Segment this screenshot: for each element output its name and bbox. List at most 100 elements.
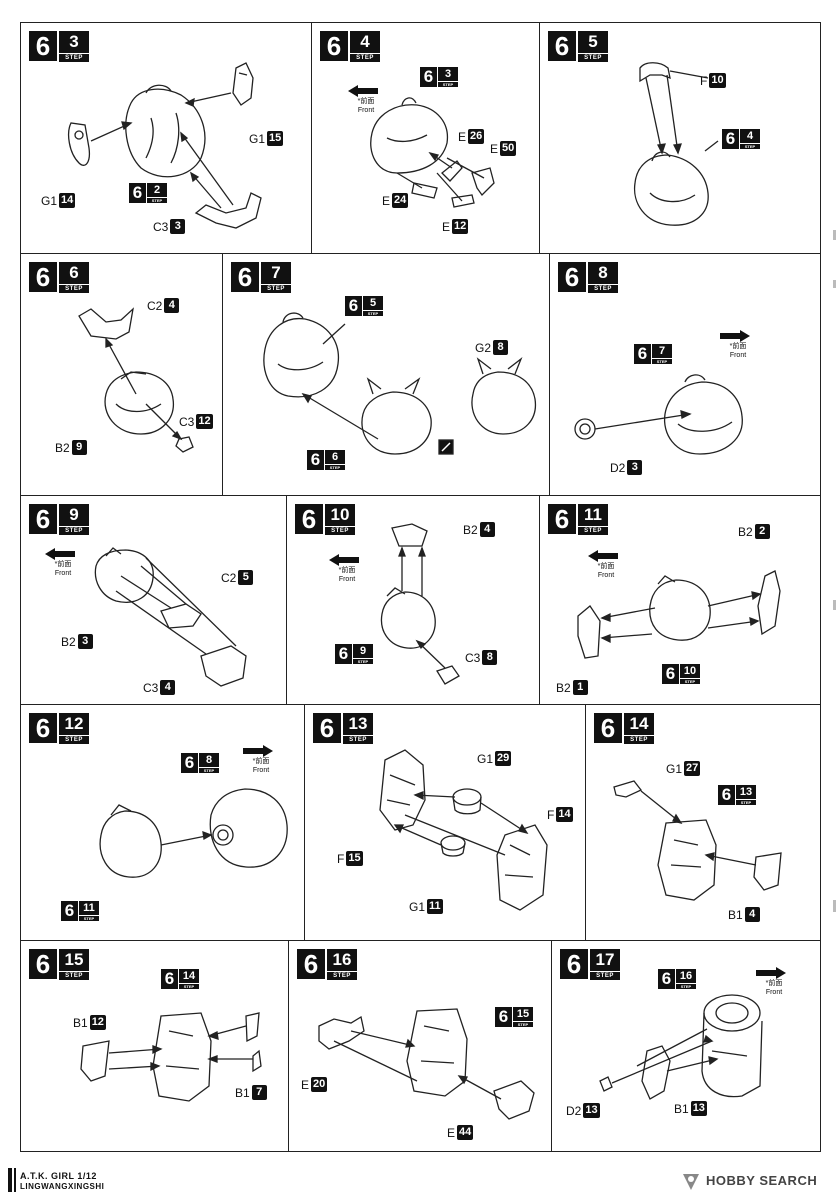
step-major: 6 [558, 262, 586, 292]
assembly-illustration [577, 570, 781, 659]
step-minor: 14 [624, 713, 654, 735]
ref-major: 6 [420, 67, 437, 87]
part-letter: C3 [143, 681, 159, 695]
step-minor: 15 [59, 949, 89, 971]
ref-word: STEP [736, 800, 756, 805]
part-letter: E [442, 220, 451, 234]
front-label-en: Front [597, 572, 615, 579]
part-letter: F [337, 852, 345, 866]
front-arrow-icon [243, 745, 273, 757]
part-number: 14 [556, 807, 573, 822]
step-reference: 6 9 STEP [335, 644, 375, 664]
front-label-en: Front [765, 989, 783, 996]
step-badge: 6 6 STEP [29, 262, 93, 294]
ref-major: 6 [495, 1007, 512, 1027]
ref-word: STEP [438, 82, 458, 87]
front-indicator: *前面 Front [344, 85, 388, 119]
step-word: STEP [325, 527, 355, 535]
step-minor: 8 [588, 262, 618, 284]
step-major: 6 [560, 949, 588, 979]
footer-maker-name: LINGWANGXINGSHI [20, 1182, 105, 1191]
part-number: 44 [457, 1125, 474, 1140]
step-badge: 6 4 STEP [320, 31, 384, 63]
step-word: STEP [59, 736, 89, 744]
step-word: STEP [588, 285, 618, 293]
step-word: STEP [59, 285, 89, 293]
part-letter: F [547, 808, 555, 822]
step-major: 6 [295, 504, 323, 534]
ref-minor: 3 [438, 67, 458, 81]
part-number: 24 [392, 193, 409, 208]
step-word: STEP [59, 972, 89, 980]
part-number: 7 [251, 1085, 267, 1100]
ref-minor: 5 [363, 296, 383, 310]
step-panel-6-4: 6 4 STEP *前面 Front 6 3 STEP [311, 22, 540, 254]
front-label-jp: *前面 [54, 561, 72, 568]
front-label-en: Front [54, 570, 72, 577]
step-minor: 6 [59, 262, 89, 284]
front-label-jp: *前面 [765, 980, 783, 987]
ref-word: STEP [79, 916, 99, 921]
step-badge: 6 16 STEP [297, 949, 361, 981]
front-label-en: Front [357, 107, 375, 114]
front-label-en: Front [338, 576, 356, 583]
part-letter: F [700, 74, 708, 88]
front-label-jp: *前面 [597, 563, 615, 570]
part-letter: B1 [674, 1102, 689, 1116]
ref-minor: 2 [147, 183, 167, 197]
part-letter: B1 [235, 1086, 250, 1100]
step-reference: 6 13 STEP [718, 785, 758, 805]
step-badge: 6 5 STEP [548, 31, 612, 63]
step-minor: 16 [327, 949, 357, 971]
part-letter: D2 [610, 461, 626, 475]
edge-marks [833, 230, 836, 912]
part-number: 15 [346, 851, 363, 866]
front-label-jp: *前面 [252, 758, 270, 765]
step-badge: 6 13 STEP [313, 713, 377, 745]
watermark-logo-icon [683, 1174, 699, 1190]
part-number: 4 [744, 907, 760, 922]
assembly-illustration [99, 788, 288, 878]
part-number: 50 [500, 141, 517, 156]
part-letter: G1 [409, 900, 426, 914]
step-major: 6 [548, 31, 576, 61]
front-indicator: *前面 Front [325, 554, 369, 588]
footer-bar [14, 1168, 16, 1192]
part-letter: G1 [477, 752, 494, 766]
part-letter: C2 [147, 299, 163, 313]
front-arrow-icon [756, 967, 786, 979]
ref-minor: 8 [199, 753, 219, 767]
step-reference: 6 8 STEP [181, 753, 221, 773]
part-number: 4 [479, 522, 495, 537]
step-major: 6 [29, 31, 57, 61]
part-letter: G1 [41, 194, 58, 208]
part-letter: B2 [61, 635, 76, 649]
assembly-illustration [613, 780, 782, 901]
step-major: 6 [29, 262, 57, 292]
step-badge: 6 11 STEP [548, 504, 612, 536]
ref-major: 6 [634, 344, 651, 364]
assembly-illustration [94, 547, 247, 687]
step-badge: 6 7 STEP [231, 262, 295, 294]
front-arrow-icon [720, 330, 750, 342]
footer-model-name: A.T.K. GIRL 1/12 [20, 1171, 97, 1181]
assembly-illustration [379, 749, 548, 911]
part-letter: B1 [728, 908, 743, 922]
ref-major: 6 [658, 969, 675, 989]
